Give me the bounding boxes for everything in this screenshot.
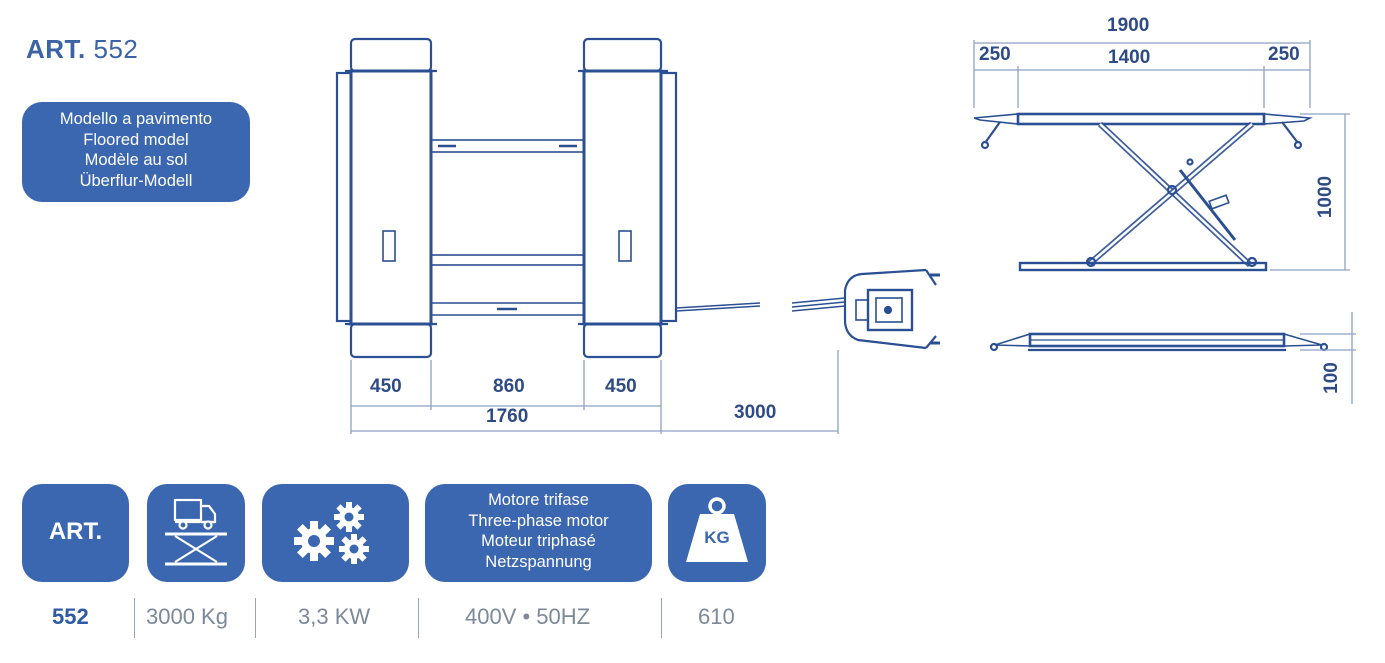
dim-left-ramp: 250 (979, 44, 1011, 65)
article-number: 552 (93, 34, 139, 64)
dimension-lines (350, 40, 1356, 434)
dim-right-platform: 450 (605, 376, 637, 397)
gears-icon (294, 502, 369, 564)
power-icon-box (262, 484, 409, 582)
value-separator (255, 598, 256, 638)
model-line-en: Floored model (83, 130, 189, 149)
truck-lift-icon (165, 498, 227, 566)
dim-max-height: 1000 (1315, 175, 1337, 219)
dim-right-ramp: 250 (1268, 44, 1300, 65)
article-title: ART. 552 (26, 34, 138, 65)
dim-hose-length: 3000 (734, 402, 777, 423)
value-capacity: 3000 Kg (146, 604, 228, 629)
dim-min-height: 100 (1320, 362, 1342, 394)
dim-total-length: 1900 (1107, 15, 1150, 36)
model-line-fr: Modèle au sol (84, 151, 188, 169)
motor-line-fr: Moteur triphasé (481, 532, 596, 550)
top-view-drawing (335, 37, 940, 359)
motor-line-en: Three-phase motor (468, 511, 609, 530)
model-type-badge: Modello a pavimento Floored model Modèle… (22, 102, 250, 202)
value-weight: 610 (698, 604, 735, 629)
value-voltage: 400V • 50HZ (465, 604, 591, 629)
motor-line-it: Motore trifase (488, 491, 589, 509)
kg-weight-icon (686, 497, 748, 562)
art-icon-box: ART. (22, 484, 129, 582)
side-view-drawing (973, 112, 1313, 272)
art-icon-label: ART. (48, 518, 103, 545)
lowered-view-drawing (989, 332, 1329, 352)
value-separator (661, 598, 662, 638)
dim-left-platform: 450 (370, 376, 402, 397)
model-line-it: Modello a pavimento (59, 110, 213, 128)
motor-icon-box: Motore trifase Three-phase motor Moteur … (425, 484, 652, 582)
value-art: 552 (52, 604, 89, 629)
value-power: 3,3 KW (298, 604, 371, 629)
weight-icon-label: KG (704, 528, 730, 547)
model-line-de: Überflur-Modell (79, 171, 193, 190)
dim-gap: 860 (493, 376, 525, 397)
value-separator (418, 598, 419, 638)
motor-line-de: Netzspannung (485, 552, 592, 571)
capacity-icon-box (147, 484, 245, 582)
value-separator (134, 598, 135, 638)
weight-icon-box: KG (668, 484, 766, 582)
article-label: ART. (26, 34, 86, 64)
dim-platform-length: 1400 (1108, 47, 1151, 68)
dim-total-width: 1760 (486, 406, 529, 427)
